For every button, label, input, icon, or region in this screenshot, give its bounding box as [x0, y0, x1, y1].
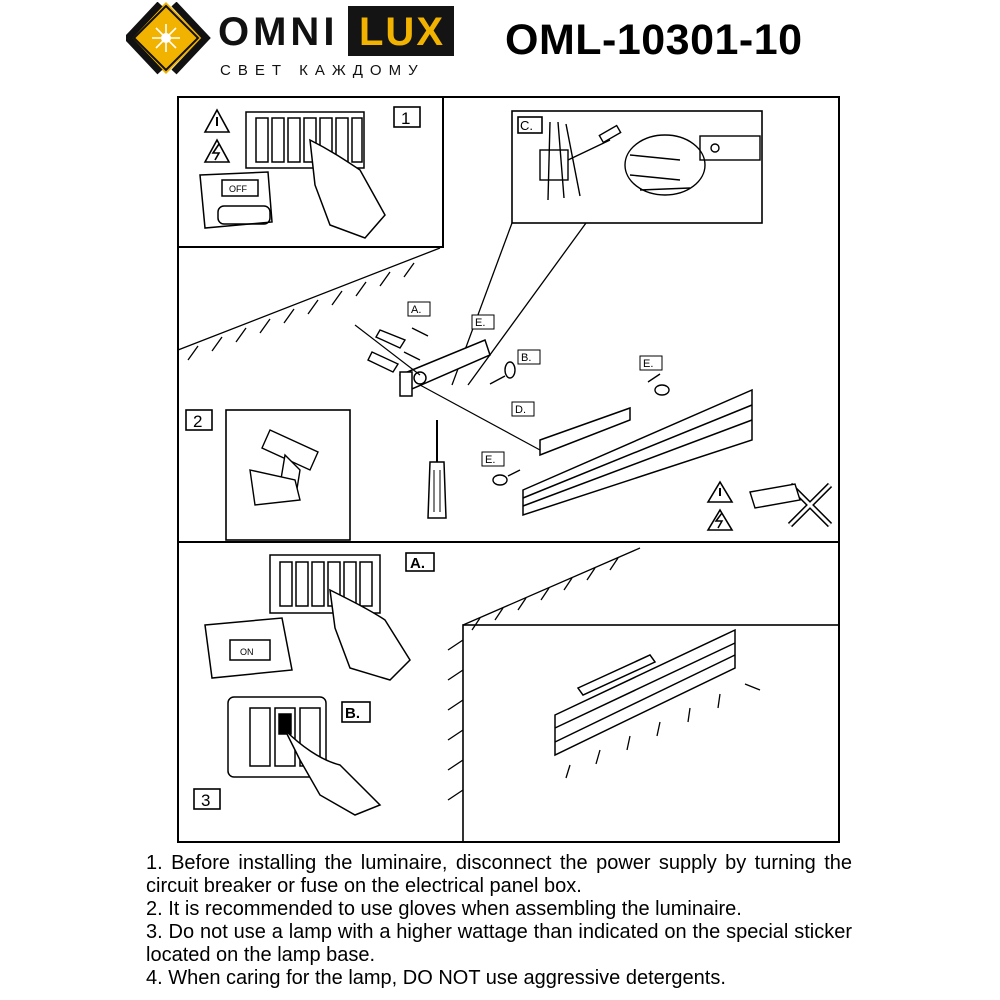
off-label: OFF — [229, 184, 247, 194]
breaker-panel-icon — [245, 111, 365, 169]
step1-panel — [177, 96, 444, 248]
callout-e-3: E. — [485, 454, 495, 466]
screwdriver-icon — [427, 420, 447, 519]
callout-b: B. — [521, 352, 531, 364]
note-1: 1. Before installing the luminaire, disc… — [146, 852, 852, 897]
wall-plugs — [367, 327, 429, 373]
hand-icon — [309, 138, 386, 239]
step2-drill-panel — [225, 409, 351, 541]
detail-c-panel — [511, 110, 763, 224]
light-rays — [565, 683, 761, 779]
wire-connection-detail — [539, 121, 761, 201]
callout-d: D. — [515, 404, 526, 416]
on-switch — [204, 617, 293, 679]
model-number: OML-10301-10 — [505, 16, 803, 64]
breaker-panel-icon-2 — [269, 554, 381, 614]
mounting-bracket — [399, 339, 491, 397]
callout-e-2: E. — [643, 358, 653, 370]
step3-a-label: A. — [410, 555, 425, 572]
note-4: 4. When caring for the lamp, DO NOT use … — [146, 967, 726, 989]
drill-icon — [249, 429, 319, 506]
wall-hatching — [177, 247, 641, 801]
step3-lamp-panel — [462, 624, 840, 843]
screws — [489, 361, 670, 486]
step2-number: 2 — [193, 412, 202, 431]
installation-diagram: 1 2 3 C. A. B. OFF ON A. E. B. D. E. E. — [177, 96, 840, 843]
brand-slogan: СВЕТ КАЖДОМУ — [220, 62, 425, 79]
instruction-notes: 1. Before installing the luminaire, disc… — [146, 852, 852, 990]
warning-icon — [203, 108, 231, 133]
hand-icon-2 — [329, 588, 411, 681]
detail-c-label: C. — [520, 118, 533, 133]
step3-number: 3 — [201, 791, 210, 810]
off-switch — [199, 171, 273, 229]
warning-icon-2 — [706, 480, 734, 531]
step1-number: 1 — [401, 109, 410, 128]
lamp-body — [522, 388, 753, 517]
on-label: ON — [240, 647, 254, 657]
no-drill-cross-icon — [749, 482, 833, 528]
lit-lamp — [554, 628, 736, 757]
step3-b-label: B. — [345, 705, 360, 722]
brand-lux-box — [348, 6, 454, 56]
electric-shock-icon — [203, 138, 231, 163]
brand-logo: OMNI LUX СВЕТ КАЖДОМУ — [0, 0, 470, 90]
hand-icon-3 — [284, 729, 382, 816]
brand-name-omni: OMNI — [218, 10, 339, 54]
brand-name-lux: LUX — [359, 10, 445, 54]
omnilux-logo-icon — [126, 2, 211, 75]
note-3: 3. Do not use a lamp with a higher watta… — [146, 921, 852, 966]
callout-e-1: E. — [475, 317, 485, 329]
note-2: 2. It is recommended to use gloves when … — [146, 898, 742, 920]
callout-a: A. — [411, 304, 421, 316]
